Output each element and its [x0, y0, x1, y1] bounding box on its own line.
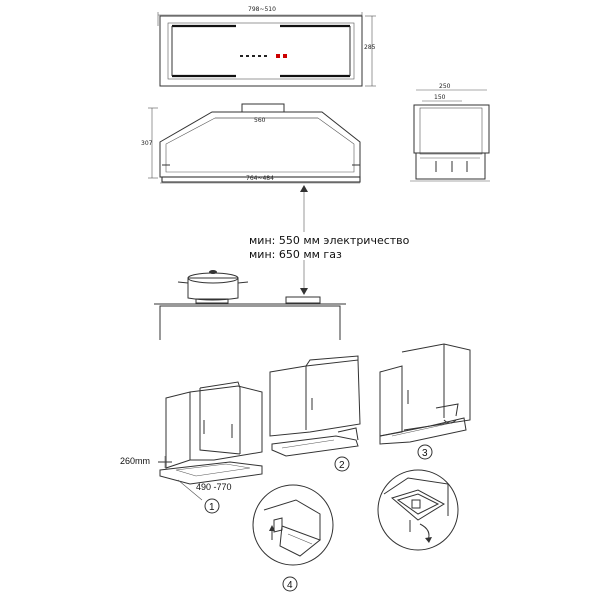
top-view: 798~510 285	[157, 6, 376, 87]
pot-icon	[177, 270, 249, 301]
control-panel-indicator	[240, 54, 287, 58]
clearance-electric-text: мин: 550 мм электричество	[249, 234, 410, 247]
step-3-number: 3	[422, 448, 428, 459]
clearance-gas-text: мин: 650 мм газ	[249, 248, 342, 261]
front-height-label: 307	[141, 140, 153, 147]
front-view: 560 764~484 307	[141, 103, 361, 184]
install-step-3: 3	[379, 343, 471, 460]
top-width-label: 798~510	[248, 6, 276, 13]
clearance-section: мин: 550 мм электричество мин: 650 мм га…	[154, 185, 410, 340]
step-4-number: 4	[287, 580, 293, 591]
step-2-number: 2	[339, 460, 345, 471]
front-bottom-label: 764~484	[246, 175, 274, 182]
front-inner-label: 560	[254, 117, 266, 124]
install-height-label: 260mm	[120, 456, 150, 466]
install-step-2: 2	[269, 355, 361, 472]
install-step-4-detail-right	[377, 469, 459, 551]
top-depth-label: 285	[364, 44, 376, 51]
side-inner-label: 150	[434, 94, 446, 101]
side-outer-label: 250	[439, 83, 451, 90]
install-step-4-detail-left: 4	[252, 484, 334, 592]
side-view: 250 150	[410, 83, 490, 182]
step-1-number: 1	[209, 502, 215, 513]
install-step-1: 260mm 490 -770 1	[120, 381, 263, 514]
install-width-label: 490 -770	[196, 482, 232, 492]
